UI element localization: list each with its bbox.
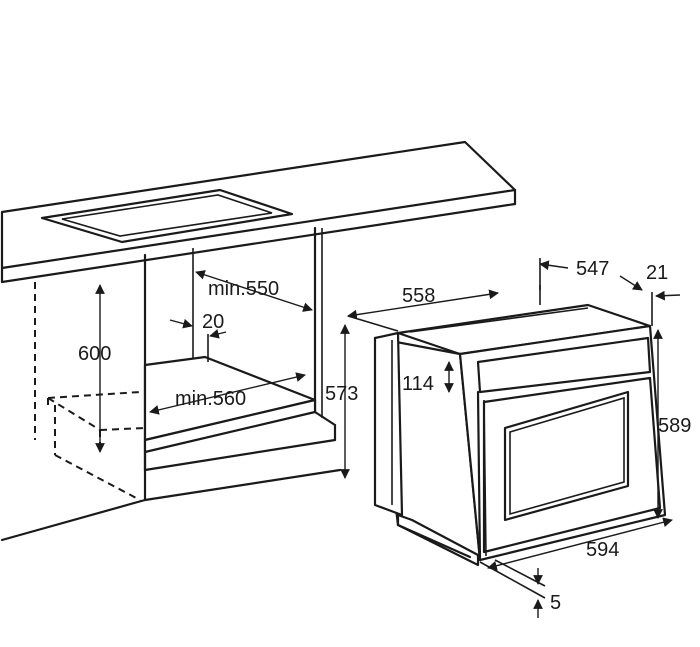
dim-offset-5: [479, 559, 546, 618]
label-panel-114: 114: [402, 373, 434, 395]
adjacent-unit-outline: [34, 282, 146, 501]
dim-oven-inner-depth: [539, 258, 643, 291]
label-front-21: 21: [646, 262, 668, 284]
oven: [373, 303, 667, 567]
dim-cabinet-width: [149, 372, 306, 415]
dim-gap-20: [169, 318, 227, 362]
dim-oven-width: [487, 517, 673, 571]
dim-front-21: [651, 290, 681, 326]
label-oven-height-front: 589: [658, 415, 691, 437]
label-offset-5: 5: [550, 592, 561, 614]
label-cabinet-width: min.560: [175, 388, 246, 410]
label-cabinet-depth: min.550: [208, 278, 279, 300]
dim-cabinet-depth: [195, 270, 313, 312]
countertop: [0, 140, 517, 284]
label-oven-height-back: 573: [325, 383, 358, 405]
label-oven-inner-depth: 547: [576, 258, 609, 280]
label-gap-20: 20: [202, 311, 224, 333]
hob: [40, 188, 294, 244]
label-oven-width: 594: [586, 539, 619, 561]
label-oven-depth: 558: [402, 285, 435, 307]
label-cabinet-height: 600: [78, 343, 111, 365]
